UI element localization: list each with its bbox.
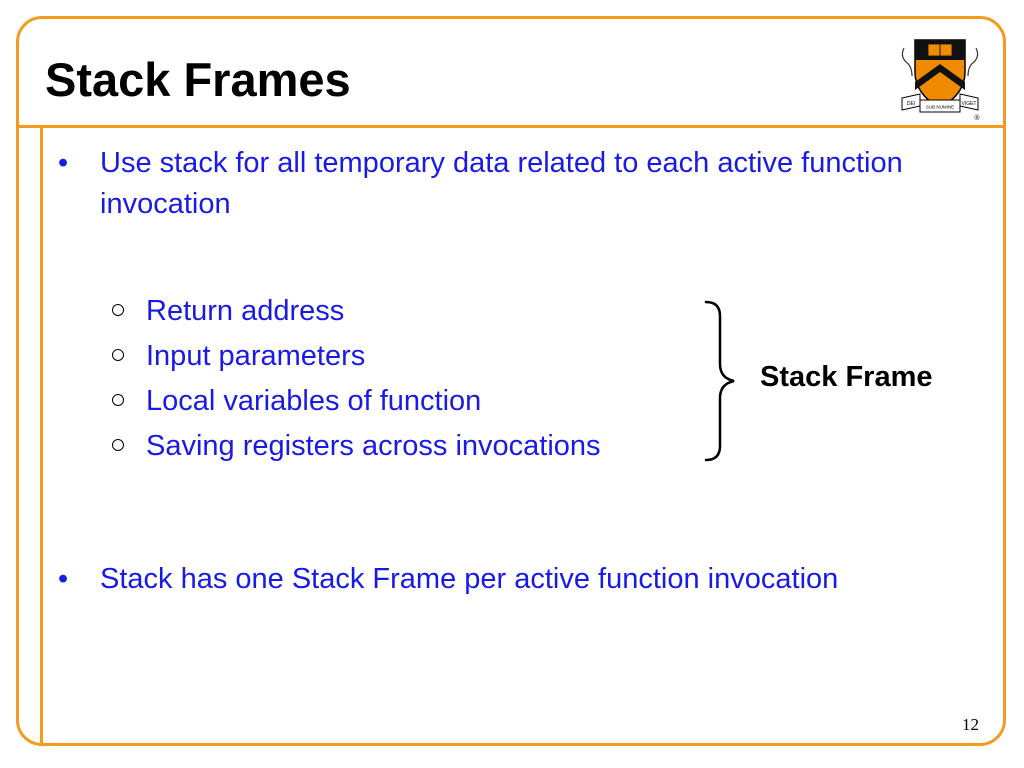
title-divider — [16, 125, 1006, 128]
logo-ribbon-left: DEI — [907, 101, 915, 107]
slide-title: Stack Frames — [45, 53, 351, 106]
bullet-text: Stack has one Stack Frame per active fun… — [100, 563, 839, 595]
hollow-circle-bullet-icon — [112, 439, 124, 451]
slide-border — [16, 16, 1006, 746]
bullet-marker: • — [58, 147, 69, 179]
sub-item-text: Return address — [146, 295, 345, 327]
hollow-circle-bullet-icon — [112, 394, 124, 406]
stack-frame-label: Stack Frame — [760, 361, 933, 393]
logo-ribbon-middle: SUB NUMINE — [926, 105, 954, 110]
logo-ribbon-right: VIGET — [961, 101, 976, 107]
bullet-text: Use stack for all temporary data related… — [100, 147, 903, 220]
left-margin-rule — [40, 125, 43, 746]
hollow-circle-bullet-icon — [112, 304, 124, 316]
logo-registered-mark: ® — [974, 114, 980, 122]
right-curly-brace-icon — [704, 300, 735, 462]
sub-item-text: Input parameters — [146, 340, 366, 372]
hollow-circle-bullet-icon — [112, 349, 124, 361]
princeton-shield-logo-icon: DEI SUB NUMINE VIGET ® — [901, 39, 980, 122]
bullet-marker: • — [58, 563, 69, 595]
page-number: 12 — [962, 715, 979, 734]
sub-item-text: Saving registers across invocations — [146, 430, 601, 462]
sub-item-text: Local variables of function — [146, 385, 482, 417]
